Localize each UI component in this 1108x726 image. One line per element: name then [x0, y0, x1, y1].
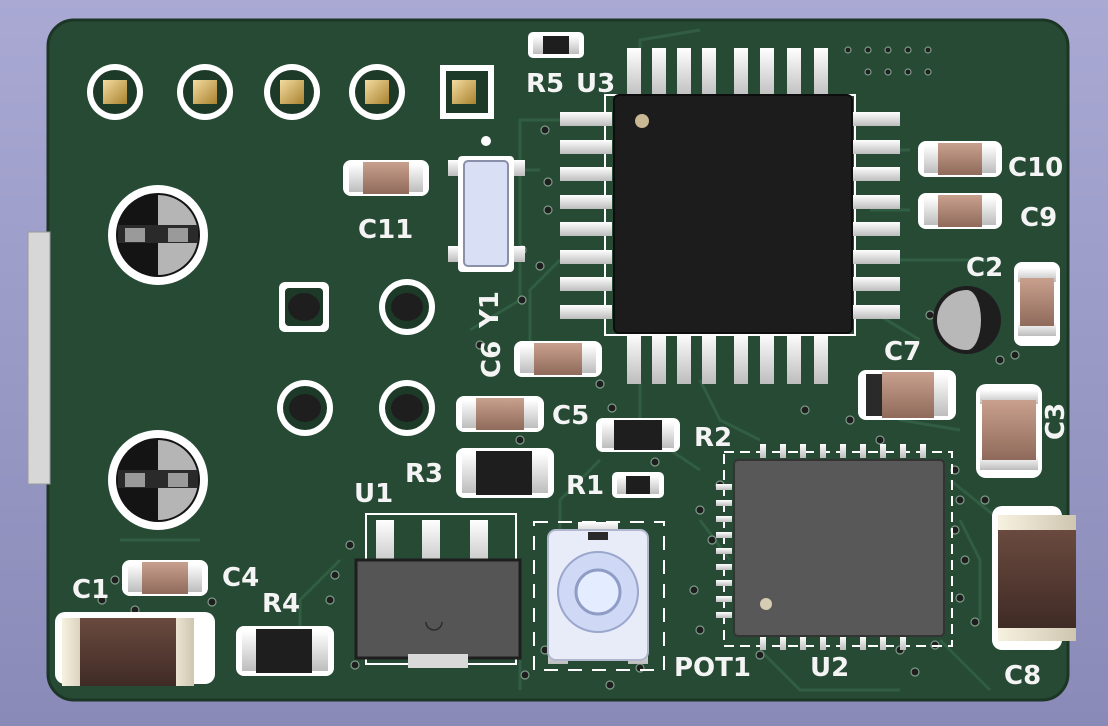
crystal-y1 [448, 136, 525, 272]
label-pot1: POT1 [674, 653, 751, 683]
capacitor-c5 [456, 396, 544, 432]
capacitor-c6 [514, 341, 602, 377]
label-c3: C3 [1041, 403, 1071, 440]
label-c6: C6 [477, 341, 507, 378]
label-c2: C2 [966, 253, 1003, 283]
resistor-r2 [596, 418, 680, 452]
capacitor-c8 [992, 506, 1076, 650]
label-r2: R2 [694, 423, 732, 453]
capacitor-c9 [918, 193, 1002, 229]
label-r3: R3 [405, 459, 443, 489]
capacitor-c2-smd [1014, 262, 1060, 346]
ic-u2 [716, 444, 953, 650]
label-c7: C7 [884, 337, 921, 367]
resistor-r4 [236, 626, 334, 676]
tactile-switch [277, 279, 435, 436]
label-c1: C1 [72, 575, 109, 605]
label-u2: U2 [810, 653, 849, 683]
label-c8: C8 [1004, 661, 1041, 691]
label-r5: R5 [526, 69, 564, 99]
label-r1: R1 [566, 471, 604, 501]
label-r4: R4 [262, 589, 300, 619]
label-c9: C9 [1020, 203, 1057, 233]
label-c11: C11 [358, 215, 413, 245]
capacitor-c3 [976, 384, 1042, 478]
vias [97, 46, 1020, 690]
capacitor-c2-electrolytic [933, 286, 1001, 354]
ic-u1-regulator [354, 513, 522, 668]
resistor-r3 [456, 448, 554, 498]
capacitor-c11 [343, 160, 429, 196]
label-u3: U3 [576, 69, 615, 99]
label-c5: C5 [552, 401, 589, 431]
capacitor-c1 [55, 612, 215, 686]
label-c10: C10 [1008, 153, 1063, 183]
label-c4: C4 [222, 563, 259, 593]
capacitor-c7 [858, 370, 956, 420]
ic-u3-microcontroller [560, 48, 900, 384]
potentiometer-pot1 [533, 521, 665, 671]
resistor-r1 [612, 472, 664, 498]
mounting-holes [108, 185, 208, 530]
capacitor-c10 [918, 141, 1002, 177]
label-y1: Y1 [475, 291, 505, 329]
label-u1: U1 [354, 479, 393, 509]
pin-header [87, 64, 494, 120]
capacitor-c4 [122, 560, 208, 596]
silkscreen-labels: R5 U3 C10 C9 C2 C11 Y1 C6 C7 C5 R2 C3 R3… [72, 69, 1071, 691]
usb-connector-edge [27, 231, 51, 485]
resistor-r5 [528, 32, 584, 58]
